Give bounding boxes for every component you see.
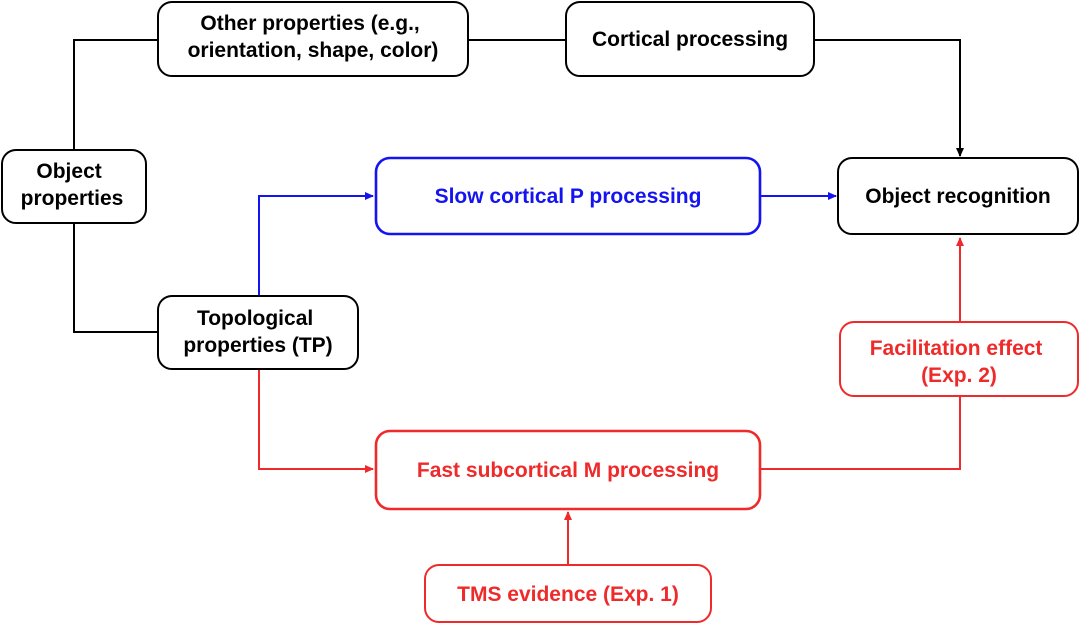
node-cortical-processing: Cortical processing: [565, 1, 815, 77]
node-label: Facilitation effect (Exp. 2): [870, 337, 1049, 387]
node-label: Object properties: [21, 160, 124, 210]
node-box: [157, 1, 469, 77]
node-topological-properties: Topological properties (TP): [157, 295, 359, 370]
node-slow-cortical-p-processing: Slow cortical P processing: [374, 156, 762, 236]
node-label: Cortical processing: [592, 28, 788, 51]
arrow-topological-to-fast-m: [258, 370, 374, 473]
node-box: [839, 321, 1079, 397]
node-box: [424, 564, 712, 623]
connector-object-to-other-properties: [73, 39, 158, 150]
connectors: [73, 39, 964, 565]
node-box: [837, 157, 1079, 235]
connector-fast-m-to-facilitation: [761, 396, 961, 470]
node-box: [157, 295, 359, 370]
node-label: Object recognition: [865, 185, 1051, 208]
node-label: Topological properties (TP): [183, 307, 332, 357]
node-object-recognition: Object recognition: [837, 157, 1079, 235]
node-label: TMS evidence (Exp. 1): [457, 583, 679, 606]
node-fast-subcortical-m-processing: Fast subcortical M processing: [374, 429, 762, 511]
arrow-cortical-to-recognition: [814, 39, 964, 157]
node-box: [1, 149, 147, 224]
node-object-properties: Object properties: [1, 149, 147, 224]
node-label: Slow cortical P processing: [435, 185, 702, 208]
node-label: Other properties (e.g., orientation, sha…: [188, 12, 439, 62]
connector-object-to-topological: [73, 224, 158, 333]
arrow-topological-to-slow-p: [258, 192, 374, 296]
node-label: Fast subcortical M processing: [417, 459, 719, 482]
node-box: [374, 429, 762, 511]
node-facilitation-effect: Facilitation effect (Exp. 2): [839, 321, 1079, 397]
node-other-properties: Other properties (e.g., orientation, sha…: [157, 1, 469, 77]
node-box: [374, 156, 762, 236]
node-tms-evidence: TMS evidence (Exp. 1): [424, 564, 712, 623]
node-box: [565, 1, 815, 77]
